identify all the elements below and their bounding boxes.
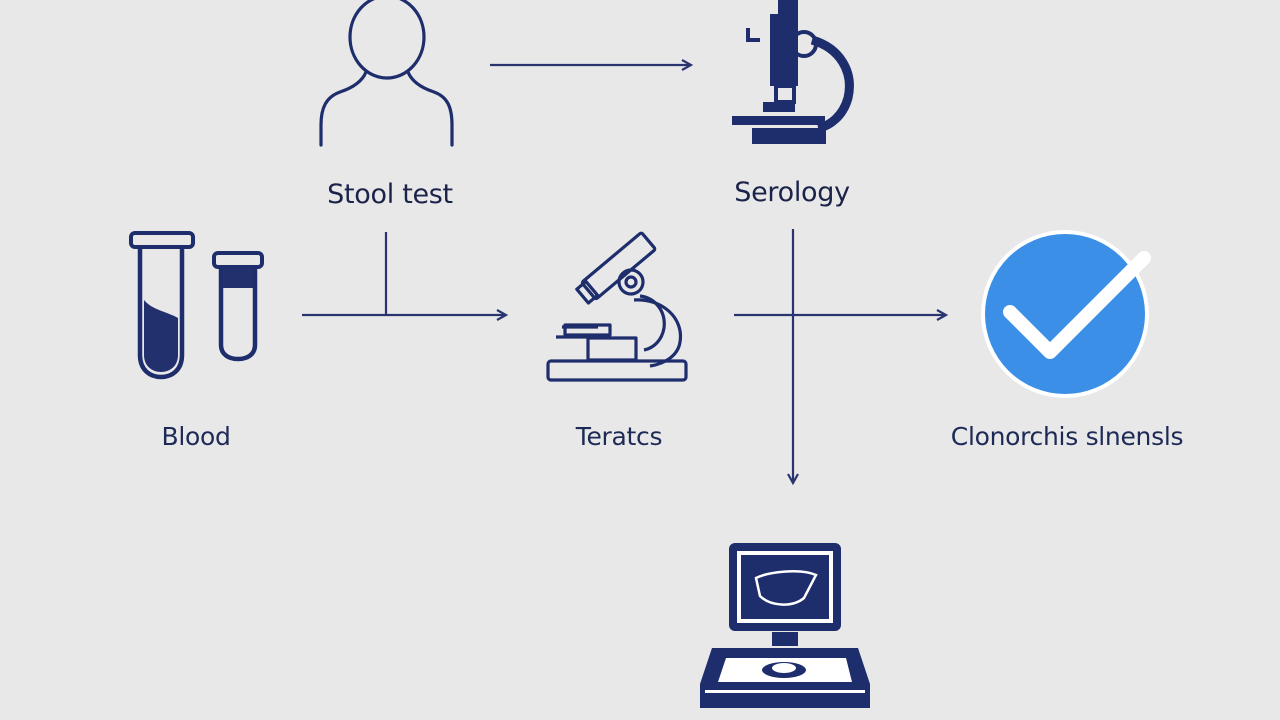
microscope-icon-middle [546,231,688,382]
connectors [302,65,946,483]
check-circle-icon [981,230,1151,398]
blood-label: Blood [161,422,231,451]
stool-test-label: Stool test [327,179,453,210]
ultrasound-machine-icon [700,543,870,708]
serology-label: Serology [734,177,850,208]
person-icon [319,0,454,147]
result-label: Clonorchis slnensls [950,422,1184,451]
teratcs-label: Teratcs [575,422,663,451]
microscope-icon [732,0,854,144]
test-tubes-icon [129,231,264,380]
